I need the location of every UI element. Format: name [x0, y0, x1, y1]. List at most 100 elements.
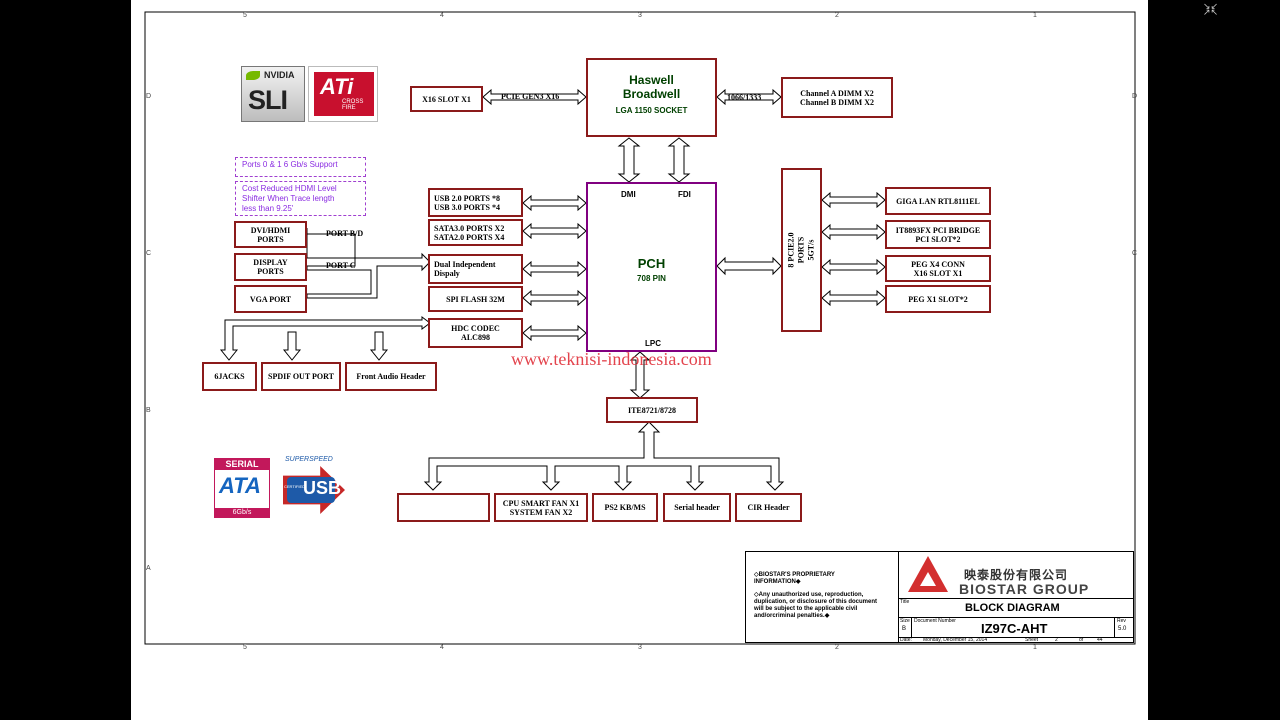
frame-row-b: B	[146, 407, 151, 414]
frame-col-3-bottom: 3	[638, 644, 642, 651]
frame-col-4-bottom: 4	[440, 644, 444, 651]
usb-inner-shape	[287, 477, 335, 503]
tb-size-cell: Size B	[899, 618, 912, 637]
tb-docnum-label: Document Number	[914, 618, 956, 624]
schematic-sheet: 5 4 3 2 1 5 4 3 2 1 D C B A D C NVIDIA S…	[131, 0, 1148, 720]
port-bd-label: PORT B/D	[326, 229, 364, 238]
nvidia-eye-icon	[246, 71, 260, 80]
superspeed-usb-logo: SUPERSPEED CERTIFIED USB	[281, 456, 357, 520]
usb-text: USB	[303, 478, 342, 498]
frame-col-2-top: 2	[835, 12, 839, 19]
tb-title-row: Title BLOCK DIAGRAM	[899, 598, 1133, 617]
tb-total: 44	[1097, 637, 1103, 643]
dvi-hdmi-block: DVI/HDMI PORTS	[234, 221, 307, 248]
ports-support-note: Ports 0 & 1 6 Gb/s Support	[235, 157, 366, 177]
watermark: www.teknisi-indonesia.com	[511, 349, 712, 369]
fan-block: CPU SMART FAN X1 SYSTEM FAN X2	[494, 493, 588, 522]
tb-date-label: Date:	[900, 637, 912, 643]
front-audio-block: Front Audio Header	[345, 362, 437, 391]
sli-logo: NVIDIA SLI	[241, 66, 305, 122]
title-block: ◇BIOSTAR'S PROPRIETARY INFORMATION◆ ◇Any…	[745, 551, 1134, 643]
frame-col-2-bottom: 2	[835, 644, 839, 651]
collapse-arrows-icon[interactable]: ↘↙↗↖	[1203, 2, 1219, 18]
dual-display-block: Dual Independent Dispaly	[428, 254, 523, 284]
tb-sheet-label: Sheet	[1025, 637, 1039, 643]
frame-col-5-top: 5	[243, 12, 247, 19]
frame-col-4-top: 4	[440, 12, 444, 19]
tb-date-row: Date: Monday, December 15, 2014 Sheet 2 …	[899, 637, 1133, 643]
sata-mid-text: ATA	[219, 473, 261, 498]
tb-doc-row: Size B Document Number IZ97C-AHT Rev 5.0	[899, 617, 1133, 637]
ati-crossfire-logo: ATi CROSS FIRE	[308, 66, 378, 122]
jacks-block: 6JACKS	[202, 362, 257, 391]
usb-cert-text: CERTIFIED	[284, 484, 306, 489]
serial-ata-logo: SERIAL ATA 6Gb/s	[214, 458, 270, 518]
sata-speed-text: 6Gb/s	[215, 508, 269, 517]
frame-col-3-top: 3	[638, 12, 642, 19]
cir-block: CIR Header	[735, 493, 802, 522]
pch-title: PCH	[637, 256, 666, 271]
pch-lpc: LPC	[645, 339, 661, 348]
proprietary-heading: ◇BIOSTAR'S PROPRIETARY INFORMATION◆	[754, 572, 835, 585]
vga-port-block: VGA PORT	[234, 285, 307, 313]
sheet-frame	[144, 11, 1136, 645]
frame-row-a: A	[146, 565, 151, 572]
pch-block: DMI FDI PCH 708 PIN LPC	[586, 182, 717, 352]
ps2-block: PS2 KB/MS	[592, 493, 658, 522]
company-en: BIOSTAR GROUP	[959, 581, 1090, 597]
tb-of-label: of	[1079, 637, 1084, 643]
proprietary-note: ◇BIOSTAR'S PROPRIETARY INFORMATION◆ ◇Any…	[746, 552, 899, 643]
port-c-label: PORT C	[326, 261, 356, 270]
ati-text: ATi	[320, 74, 354, 99]
tb-docnum: IZ97C-AHT	[981, 621, 1048, 636]
mem-speed-label: 1066/1333	[727, 93, 762, 102]
blank-block	[397, 493, 490, 522]
sli-brand: NVIDIA	[264, 70, 295, 80]
proprietary-notice: ◇Any unauthorized use, reproduction, dup…	[754, 592, 878, 619]
frame-row-c-right: C	[1132, 250, 1138, 257]
company-logo	[906, 556, 950, 596]
frame-row-d-right: D	[1132, 93, 1138, 100]
sata-block: SATA3.0 PORTS X2 SATA2.0 PORTS X4	[428, 219, 523, 246]
crossfire-text: CROSS FIRE	[342, 99, 364, 111]
tb-size: B	[902, 626, 907, 632]
pcie-ports-label: 8 PCIE2.0 PORTS 5GT/s	[786, 232, 816, 268]
ati-badge: ATi CROSS FIRE	[314, 72, 374, 116]
frame-row-c: C	[146, 250, 152, 257]
x16-slot-block: X16 SLOT X1	[410, 86, 483, 112]
ite-block: ITE8721/8728	[606, 397, 698, 423]
frame-col-5-bottom: 5	[243, 644, 247, 651]
tb-sheet: 2	[1055, 637, 1058, 643]
spdif-block: SPDIF OUT PORT	[261, 362, 341, 391]
tb-size-label: Size	[900, 618, 910, 624]
sli-text: SLI	[248, 85, 288, 115]
cpu-socket: LGA 1150 SOCKET	[615, 106, 688, 115]
cpu-block: Haswell Broadwell LGA 1150 SOCKET	[586, 58, 717, 137]
cpu-line2: Broadwell	[622, 87, 681, 101]
sata-top-text: SERIAL	[215, 459, 269, 470]
tb-date: Monday, December 15, 2014	[923, 637, 988, 643]
frame-row-d: D	[146, 93, 152, 100]
cpu-line1: Haswell	[629, 73, 674, 87]
usb-top-text: SUPERSPEED	[285, 456, 333, 463]
connection-arrows	[144, 11, 1136, 645]
frame-col-1-bottom: 1	[1033, 644, 1037, 651]
tb-rev-label: Rev	[1117, 618, 1126, 624]
spi-flash-block: SPI FLASH 32M	[428, 286, 523, 312]
pcie-gen3-label: PCIE GEN3 X16	[501, 92, 560, 101]
hdmi-note: Cost Reduced HDMI Level Shifter When Tra…	[235, 181, 366, 216]
peg-x1-block: PEG X1 SLOT*2	[885, 285, 991, 313]
pcie-ports-block: 8 PCIE2.0 PORTS 5GT/s	[781, 168, 822, 332]
arrow-group	[219, 88, 886, 491]
display-ports-block: DISPLAY PORTS	[234, 253, 307, 281]
usb-block: USB 2.0 PORTS *8 USB 3.0 PORTS *4	[428, 188, 523, 217]
tb-rev-cell: Rev 5.0	[1114, 618, 1133, 637]
tb-title: BLOCK DIAGRAM	[965, 602, 1060, 614]
dimm-block: Channel A DIMM X2 Channel B DIMM X2	[781, 77, 893, 118]
pci-bridge-block: IT8893FX PCI BRIDGE PCI SLOT*2	[885, 220, 991, 249]
lan-block: GIGA LAN RTL8111EL	[885, 187, 991, 215]
frame-col-1-top: 1	[1033, 12, 1037, 19]
company-cn: 映泰股份有限公司	[964, 568, 1069, 582]
serial-block: Serial header	[663, 493, 731, 522]
tb-title-label: Title	[900, 599, 910, 605]
